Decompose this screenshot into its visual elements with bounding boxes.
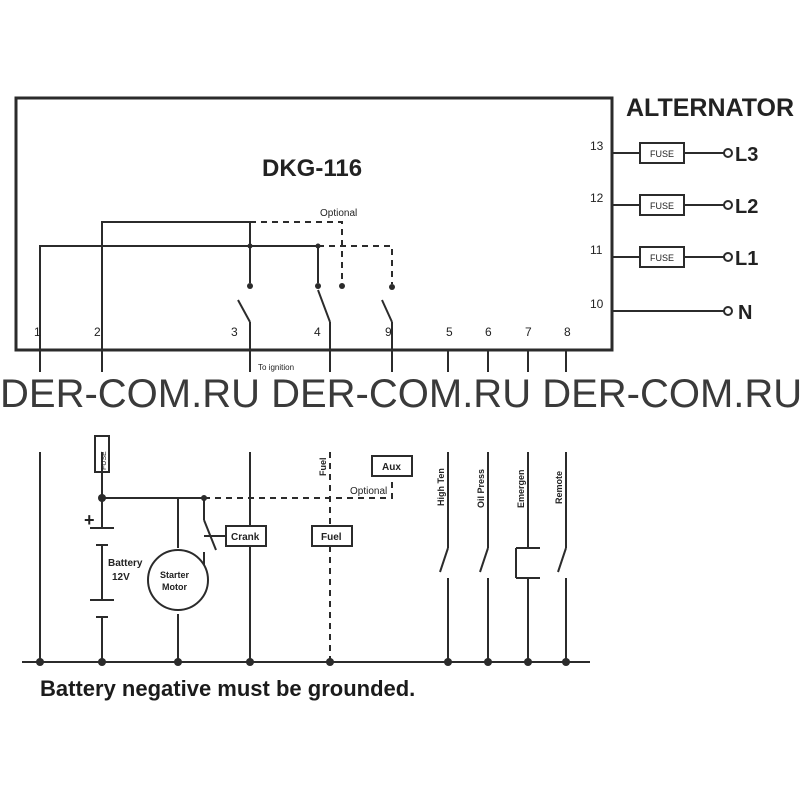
lower-wiring — [22, 435, 590, 663]
input-label-remote: Remote — [554, 471, 564, 504]
contact-dots — [247, 243, 395, 290]
phase-l1: L1 — [735, 248, 758, 270]
battery-voltage: 12V — [112, 572, 130, 583]
terminal-numbers: 1 2 3 4 9 5 6 7 8 — [34, 325, 571, 339]
alt-fuse-label: FUSE — [650, 253, 674, 263]
terminal-label: 6 — [485, 325, 492, 339]
terminal-label: 9 — [385, 325, 392, 339]
alt-terminal-11: 11 — [590, 243, 603, 257]
watermark-banner: DER-COM.RU DER-COM.RU DER-COM.RU — [0, 372, 800, 416]
controller-box — [14, 96, 614, 352]
starter-label-2: Motor — [162, 582, 187, 592]
battery-label: Battery — [108, 558, 143, 569]
phase-l2: L2 — [735, 196, 758, 218]
alternator-title: ALTERNATOR — [626, 94, 794, 122]
crank-relay-label: Crank — [231, 532, 260, 543]
optional-dashed-wiring — [250, 221, 393, 284]
dashed-fuel-line — [204, 452, 393, 662]
alt-terminal-13: 13 — [590, 139, 604, 153]
fuel-fragment: Fuel — [318, 457, 328, 476]
terminal-label: 1 — [34, 325, 41, 339]
battery-plus: + — [84, 510, 95, 530]
fuel-relay-label: Fuel — [321, 532, 342, 543]
alternator-labels: 13 12 11 10 FUSE FUSE FUSE L3 L2 L1 N — [590, 139, 758, 324]
terminal-leads — [39, 350, 567, 372]
alt-fuse-box — [639, 246, 685, 268]
phase-n: N — [738, 302, 752, 324]
phase-l3: L3 — [735, 144, 758, 166]
alt-fuse-box — [639, 194, 685, 216]
alt-terminal-10: 10 — [590, 297, 604, 311]
fuel-relay-box — [311, 525, 353, 547]
alternator-connections — [612, 142, 733, 316]
terminal-label: 2 — [94, 325, 101, 339]
input-label-high-temp: High Ten — [436, 468, 446, 506]
ignition-fragment: To ignition — [258, 363, 294, 372]
small-fuse-label: FUSE — [101, 451, 108, 470]
alt-fuse-label: FUSE — [650, 201, 674, 211]
input-label-oil-pressure: Oil Press — [476, 469, 486, 508]
optional-label-bottom: Optional — [350, 486, 387, 497]
internal-wiring — [39, 221, 393, 350]
starter-label-1: Starter — [160, 570, 190, 580]
aux-relay-label: Aux — [382, 462, 401, 473]
terminal-label: 4 — [314, 325, 321, 339]
device-title: DKG-116 — [262, 155, 362, 182]
junction-dots — [36, 494, 570, 666]
terminal-label: 7 — [525, 325, 532, 339]
terminal-label: 5 — [446, 325, 453, 339]
input-label-emergency: Emergen — [516, 469, 526, 508]
alt-terminal-12: 12 — [590, 191, 604, 205]
crank-relay-box — [225, 525, 267, 547]
terminal-label: 8 — [564, 325, 571, 339]
optional-label-top: Optional — [320, 208, 357, 219]
aux-relay-box — [371, 455, 413, 477]
ground-note: Battery negative must be grounded. — [40, 676, 416, 701]
alt-fuse-label: FUSE — [650, 149, 674, 159]
alt-fuse-box — [639, 142, 685, 164]
starter-motor-symbol — [147, 549, 209, 611]
terminal-label: 3 — [231, 325, 238, 339]
